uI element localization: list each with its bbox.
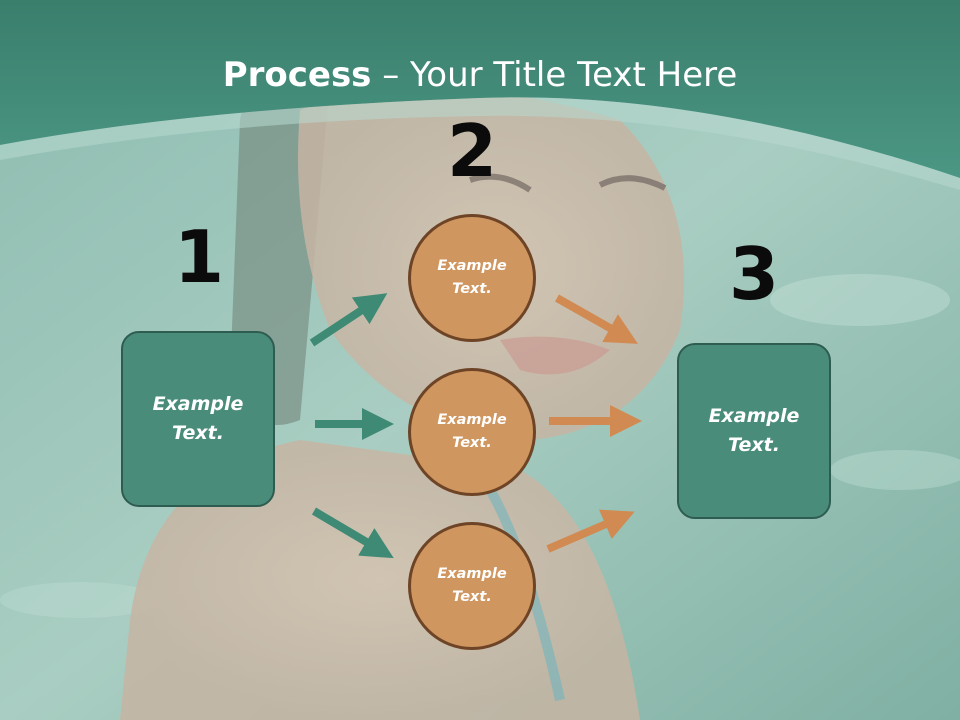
circle-bottom-label: Example Text. [437, 566, 507, 605]
right-process-box: Example Text. [677, 343, 831, 519]
arrow-left-to-top-circle [309, 293, 388, 347]
circle-top: Example Text. [408, 214, 536, 342]
title-rest: – Your Title Text Here [371, 55, 738, 95]
circle-middle: Example Text. [408, 368, 536, 496]
arrow-bottom-circle-to-right [546, 509, 635, 553]
circle-top-label: Example Text. [437, 258, 507, 297]
left-process-box: Example Text. [121, 331, 275, 507]
step-number-2: 2 [446, 109, 498, 193]
page-title: Process – Your Title Text Here [0, 52, 960, 98]
step-number-1: 1 [173, 215, 225, 299]
title-bold: Process [222, 55, 372, 95]
arrow-left-to-bottom-circle [311, 507, 394, 559]
left-box-label: Example Text. [152, 393, 244, 444]
circle-bottom: Example Text. [408, 522, 536, 650]
right-box-label: Example Text. [708, 405, 800, 456]
step-number-3: 3 [728, 232, 780, 316]
circle-middle-label: Example Text. [437, 412, 507, 451]
arrow-top-circle-to-right [555, 294, 638, 344]
header-band [0, 0, 960, 178]
